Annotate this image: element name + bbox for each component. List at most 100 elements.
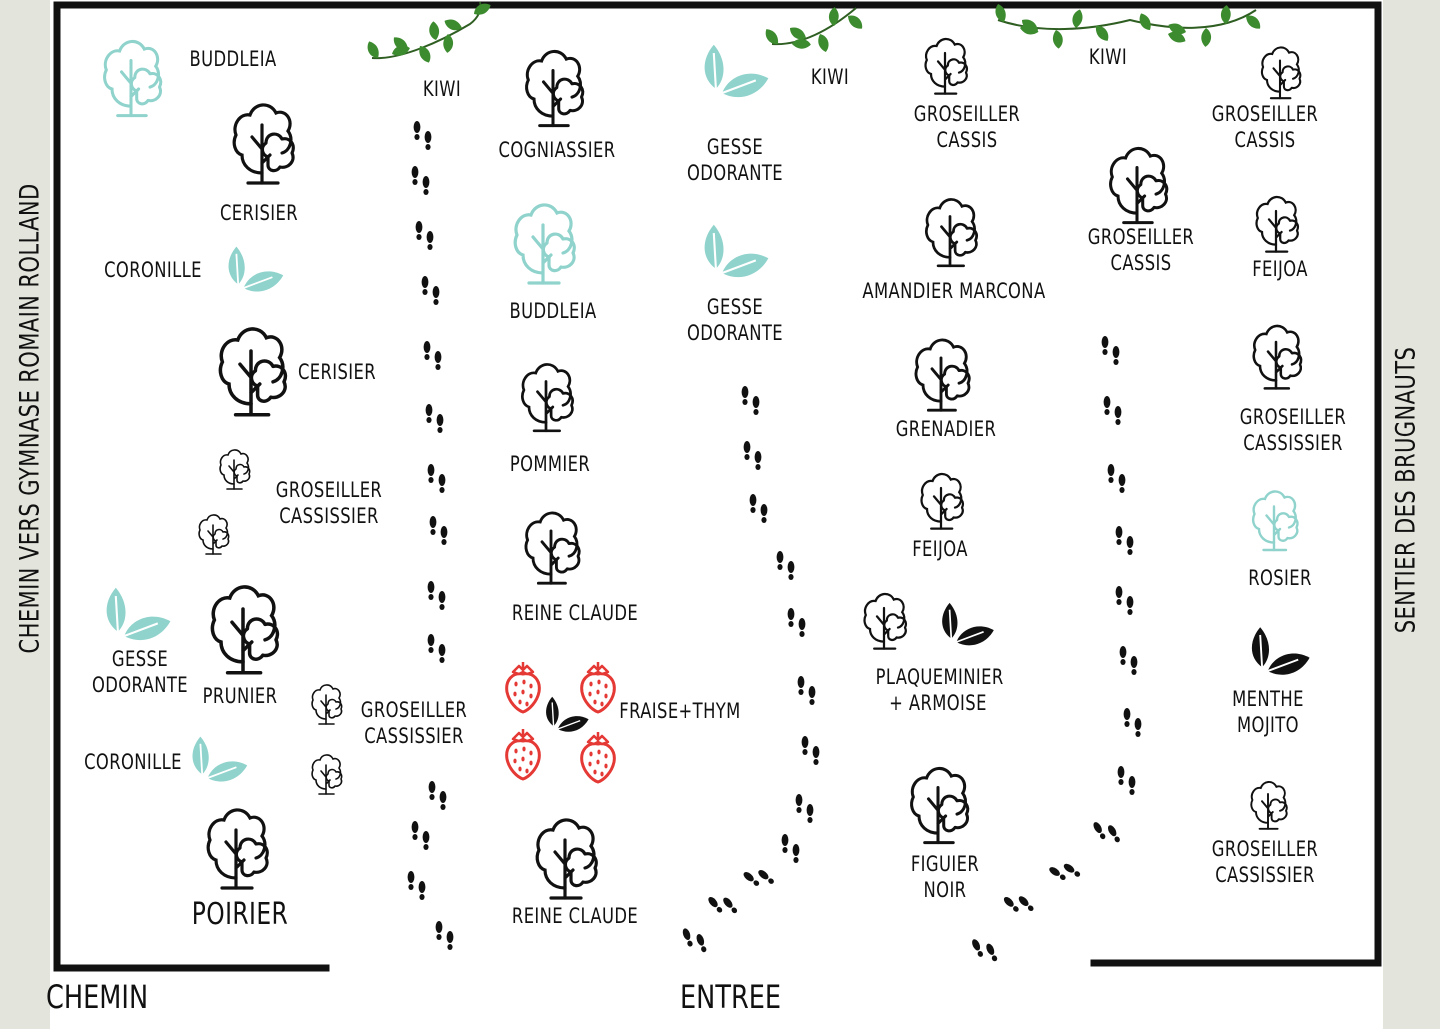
label-groseiller-cassissier: GROSEILLER CASSISSIER	[360, 698, 468, 749]
tree-icon	[924, 37, 969, 95]
footprint-icon	[1104, 396, 1122, 425]
entree-label: ENTREE	[680, 978, 782, 1016]
tree-icon	[1252, 324, 1303, 390]
footprint-icon	[742, 386, 760, 415]
label-groseiller-cassis: GROSEILLER CASSIS	[913, 102, 1021, 153]
tree-icon	[1255, 195, 1300, 253]
label-kiwi: KIWI	[1088, 45, 1128, 69]
footprint-icon	[428, 581, 446, 610]
footprint-icon	[742, 862, 776, 894]
footprint-icon	[1116, 586, 1134, 615]
tree-icon	[521, 363, 574, 433]
footprint-icon	[1124, 708, 1142, 737]
footprint-icon	[681, 924, 708, 957]
footprint-icon	[429, 781, 447, 810]
label-poirier: POIRIER	[191, 897, 289, 932]
strawberry-icon	[580, 730, 616, 784]
chemin-label: CHEMIN	[46, 978, 149, 1016]
footprint-icon	[796, 794, 814, 823]
footprint-icon	[416, 221, 434, 250]
footprint-icon	[414, 121, 432, 150]
vine-kiwi-1	[363, 0, 492, 64]
tree-icon	[198, 514, 230, 555]
label-coronille: CORONILLE	[104, 258, 202, 282]
vine-kiwi-2	[762, 6, 864, 54]
tree-icon	[513, 203, 576, 285]
label-gesse-odorante: GESSE ODORANTE	[91, 647, 189, 698]
footprint-icon	[1118, 766, 1136, 795]
footprint-icon	[788, 608, 806, 637]
label-groseiller-cassissier: GROSEILLER CASSISSIER	[1239, 405, 1347, 456]
tree-icon	[914, 338, 971, 412]
label-cerisier: CERISIER	[297, 360, 377, 384]
label-amandier-marcona: AMANDIER MARCONA	[862, 279, 1046, 303]
label-pommier: POMMIER	[509, 452, 591, 476]
label-cogniassier: COGNIASSIER	[498, 138, 616, 162]
footprint-icon	[782, 834, 800, 863]
strawberry-icon	[505, 660, 541, 714]
footprint-icon	[750, 494, 768, 523]
label-reine-claude: REINE CLAUDE	[511, 904, 639, 928]
label-cerisier: CERISIER	[219, 201, 299, 225]
label-plaqueminier-armoise: PLAQUEMINIER + ARMOISE	[875, 665, 1004, 716]
tree-icon	[910, 766, 970, 845]
tree-icon	[524, 511, 581, 585]
label-groseiller-cassis: GROSEILLER CASSIS	[1211, 102, 1319, 153]
footprint-icon	[1116, 526, 1134, 555]
tree-icon	[210, 585, 280, 675]
label-gesse-odorante: GESSE ODORANTE	[686, 295, 784, 346]
label-prunier: PRUNIER	[202, 684, 278, 708]
footprint-icon	[430, 516, 448, 545]
left-path-label: CHEMIN VERS GYMNASE ROMAIN ROLLAND	[14, 183, 46, 654]
footprint-icon	[426, 404, 444, 433]
tree-icon	[1251, 490, 1299, 552]
footprint-icon	[744, 441, 762, 470]
label-coronille: CORONILLE	[84, 750, 182, 774]
label-feijoa: FEIJOA	[1252, 257, 1308, 281]
tree-icon	[103, 39, 163, 118]
footprint-icon	[777, 551, 795, 580]
footprint-icon	[424, 341, 442, 370]
label-grenadier: GRENADIER	[895, 417, 997, 441]
footprint-icon	[1108, 464, 1126, 493]
footprint-icon	[412, 166, 430, 195]
label-rosier: ROSIER	[1248, 566, 1312, 590]
label-groseiller-cassissier: GROSEILLER CASSISSIER	[275, 478, 383, 529]
label-kiwi: KIWI	[810, 65, 850, 89]
footprint-icon	[970, 933, 998, 967]
tree-icon	[206, 808, 269, 890]
tree-icon	[218, 327, 288, 417]
tree-icon	[863, 592, 908, 650]
footprint-icon	[1092, 815, 1122, 849]
label-buddleia: BUDDLEIA	[189, 47, 277, 71]
label-gesse-odorante: GESSE ODORANTE	[686, 135, 784, 186]
tree-icon	[232, 103, 295, 185]
tree-icon	[920, 472, 965, 530]
boundary-lines	[53, 1, 1382, 972]
tree-icon	[535, 818, 598, 900]
footprint-icon	[422, 276, 440, 305]
footprint-icon	[1102, 336, 1120, 365]
vine-kiwi-3	[990, 3, 1262, 50]
tree-icon	[311, 754, 343, 795]
label-menthe-mojito: MENTHE MOJITO	[1232, 687, 1304, 738]
footprint-icon	[1120, 646, 1138, 675]
footprint-icon	[798, 676, 816, 705]
tree-icon	[1109, 146, 1169, 225]
footprint-icon	[428, 464, 446, 493]
strawberry-icon	[580, 660, 616, 714]
footprint-icon	[436, 921, 454, 950]
tree-icon	[1260, 46, 1302, 100]
footprint-icon	[1048, 856, 1082, 887]
footprint-icon	[707, 888, 739, 922]
footprint-icon	[428, 634, 446, 663]
strawberry-icon	[505, 727, 541, 781]
label-reine-claude: REINE CLAUDE	[511, 601, 639, 625]
footprint-icon	[1002, 887, 1035, 920]
label-groseiller-cassis: GROSEILLER CASSIS	[1087, 225, 1195, 276]
label-figuier-noir: FIGUIER NOIR	[910, 852, 980, 903]
tree-icon	[311, 684, 343, 725]
label-kiwi: KIWI	[422, 77, 462, 101]
footprint-icon	[802, 736, 820, 765]
